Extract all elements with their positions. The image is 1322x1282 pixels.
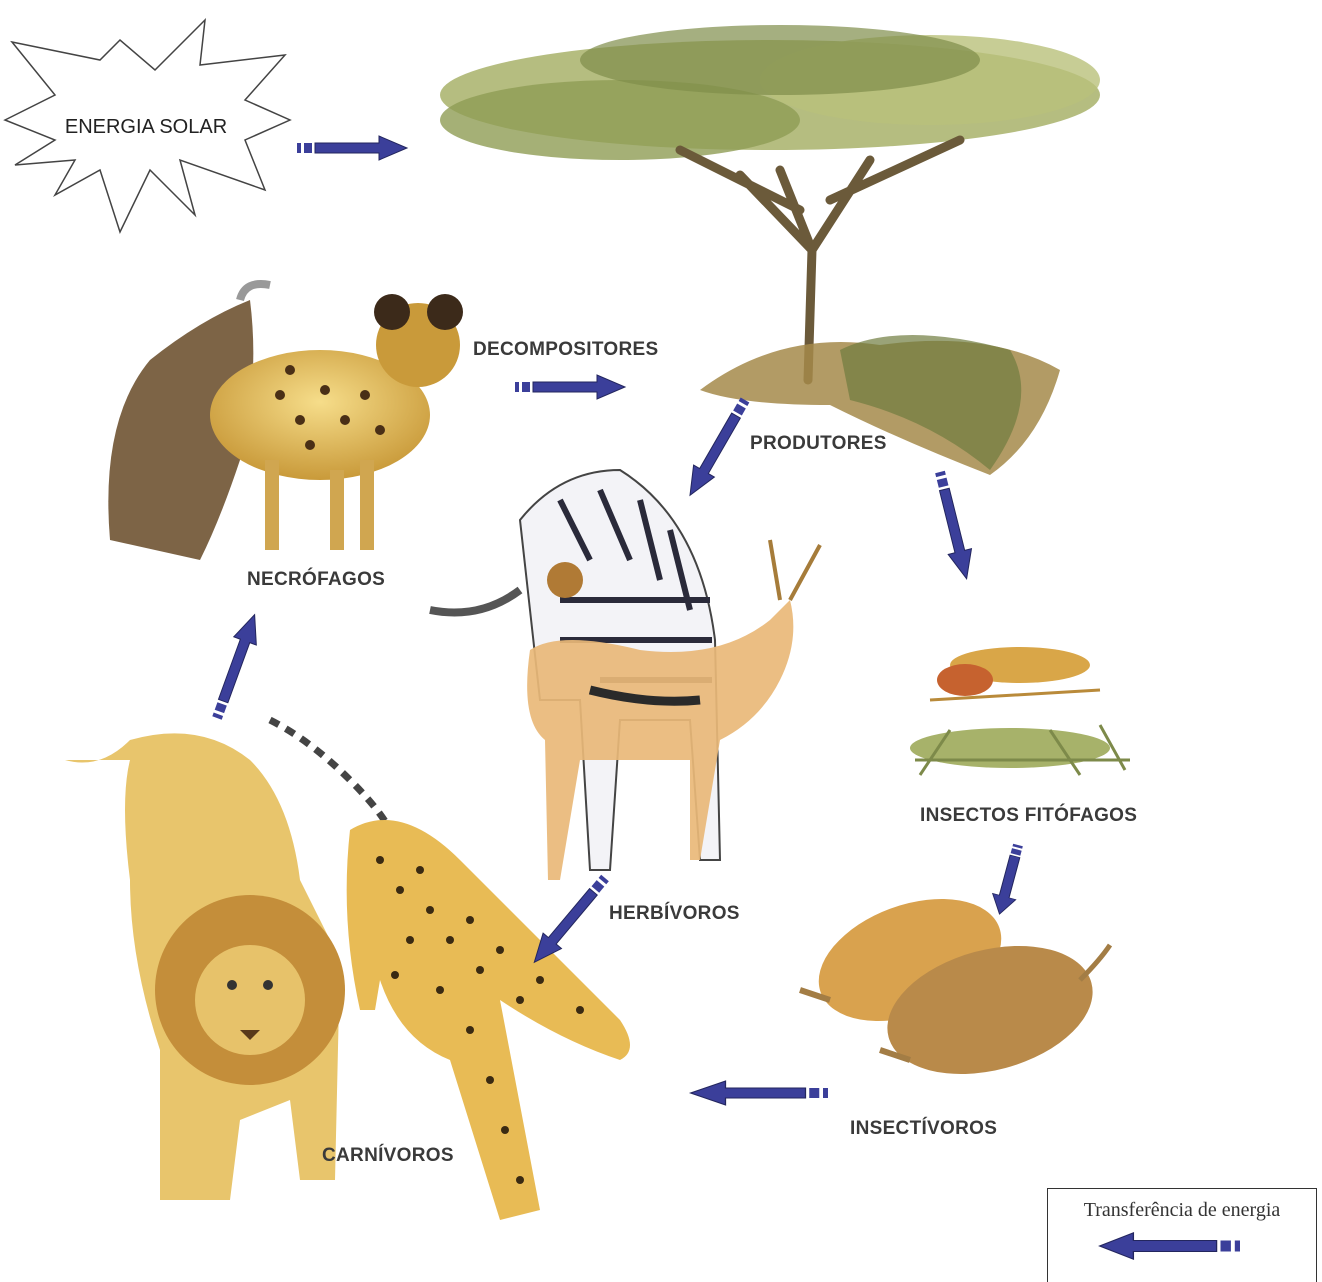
carnivores-label: CARNÍVOROS <box>322 1144 454 1166</box>
sun-label: ENERGIA SOLAR <box>65 116 227 138</box>
necrophages-label: NECRÓFAGOS <box>247 568 385 590</box>
arrow-carnivores-to-necrophages <box>206 611 266 723</box>
legend-label: Transferência de energia <box>1048 1199 1316 1222</box>
herbivores-label: HERBÍVOROS <box>609 902 740 924</box>
arrow-sun-to-producers <box>297 136 407 160</box>
moles-icon <box>800 876 1110 1095</box>
decomposers-label: DECOMPOSITORES <box>473 339 658 360</box>
hyena-vulture-icon <box>108 284 463 560</box>
insectivores-label: INSECTÍVOROS <box>850 1117 997 1139</box>
arrow-decomposers-to-producers <box>515 375 625 399</box>
arrow-insects-to-insectivores <box>988 842 1030 917</box>
arrow-herbivores-to-carnivores <box>525 870 614 970</box>
arrow-producers-to-herbivores <box>680 394 756 501</box>
sun-burst-icon: ENERGIA SOLAR <box>5 20 290 232</box>
arrow-insectivores-to-carnivores <box>691 1081 829 1105</box>
legend-arrow-icon <box>1094 1231 1244 1261</box>
insects-icon <box>910 647 1130 775</box>
phytophagous-insects-label: INSECTOS FITÓFAGOS <box>920 804 1137 826</box>
zebra-gazelle-icon <box>430 470 820 880</box>
producers-label: PRODUTORES <box>750 433 887 454</box>
acacia-tree-icon <box>440 25 1100 475</box>
arrow-producers-to-insects <box>928 469 978 582</box>
legend: Transferência de energia <box>1047 1188 1317 1282</box>
